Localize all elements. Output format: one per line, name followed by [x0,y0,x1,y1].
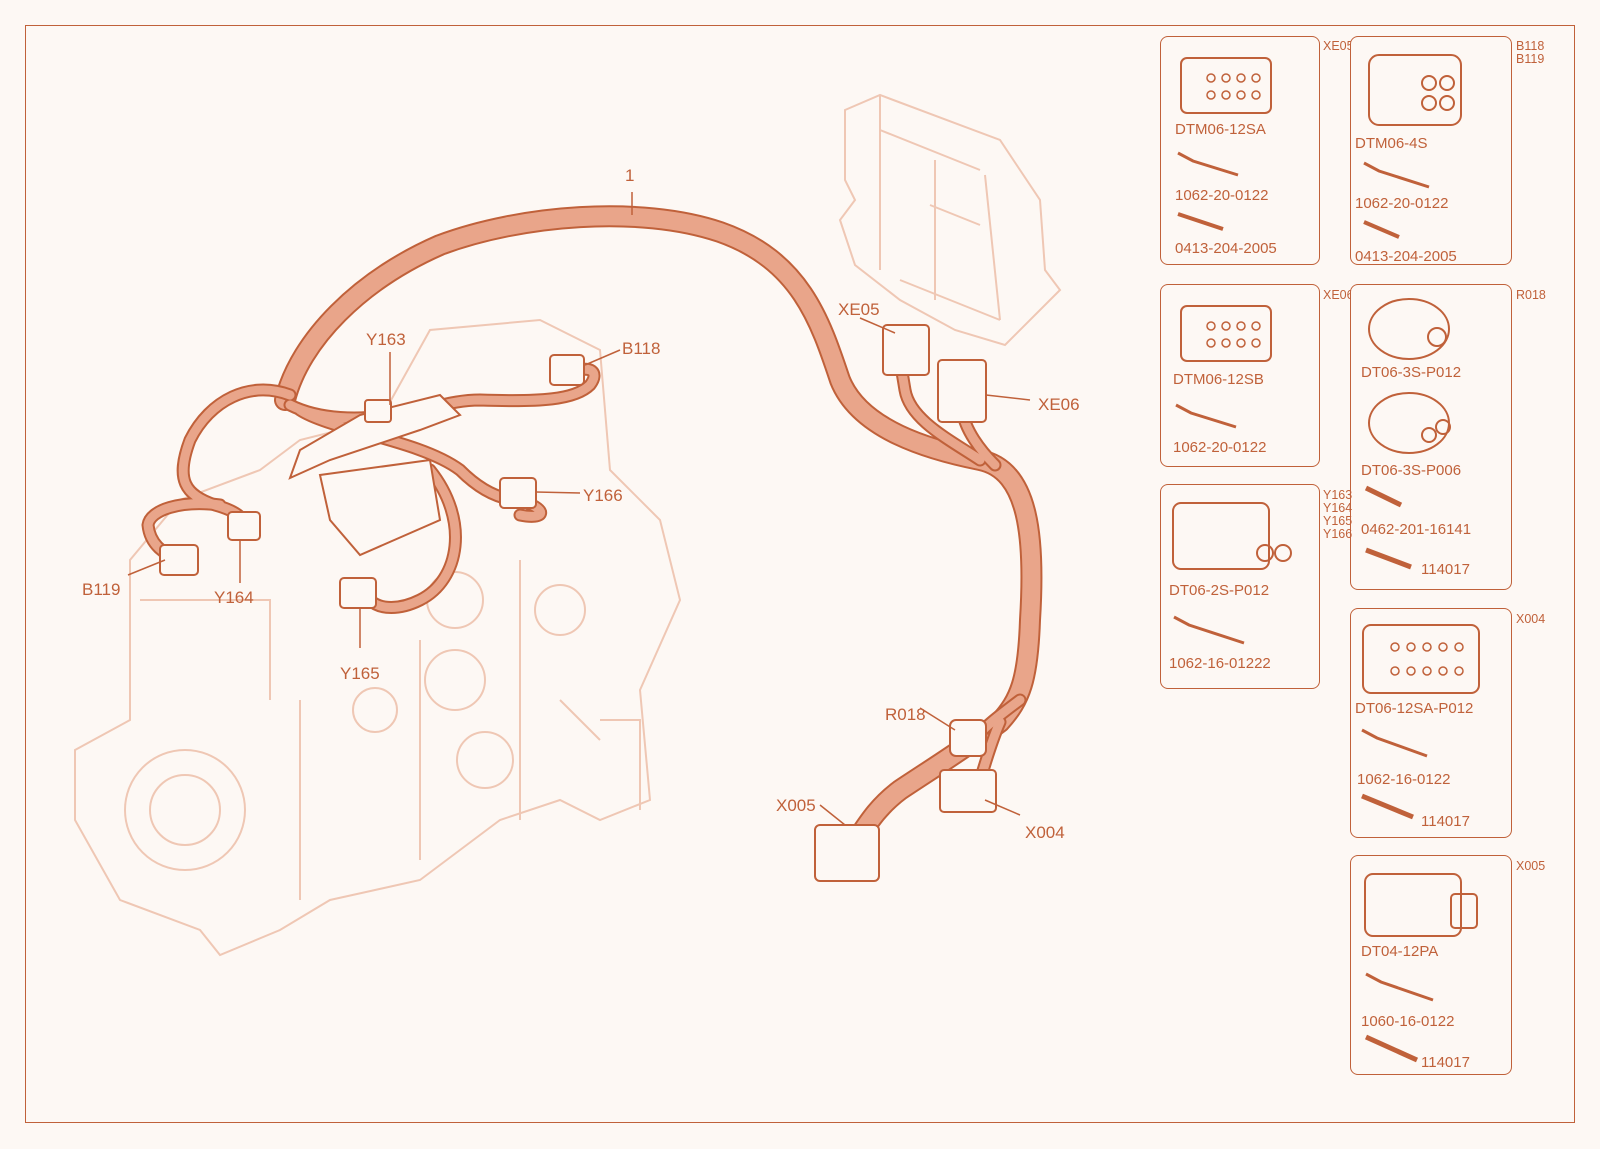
mounting-bracket [288,393,462,557]
seal-plug-icon [1364,485,1403,508]
dtm06-12sb-connector-icon [1180,305,1272,362]
panel-x005-connector: DT04-12PA [1361,943,1439,960]
panel-xe05-tag-1: XE05 [1323,39,1354,53]
panel-r018-part-1: 0462-201-16141 [1361,521,1472,538]
panel-r018-tag-1: R018 [1516,288,1546,302]
terminal-pin-icon [1177,151,1239,177]
panel-y163-part-1: 1062-16-01222 [1169,655,1271,672]
callout-r018: R018 [885,705,926,724]
leader-lines [127,192,1031,826]
terminal-pin-icon [1361,728,1428,758]
connector-b118 [549,354,585,386]
seal-plug-icon [1365,547,1412,570]
dt06-3s-p006-connector-icon [1368,392,1451,454]
ecu-outline [838,93,1062,347]
panel-x004-tag-1: X004 [1516,612,1546,626]
panel-x005: DT04-12PA 1060-16-0122 114017 [1350,855,1512,1075]
panel-x004-part-2: 114017 [1421,813,1470,830]
connector-y164 [227,511,261,541]
connector-xe06 [937,359,987,423]
connector-r018 [949,719,987,757]
callout-x005: X005 [776,796,816,815]
panel-xe06-connector: DTM06-12SB [1173,371,1264,388]
harness-item-label: 1 [625,166,635,185]
seal-plug-icon [1361,793,1414,820]
panel-x005-part-1: 1060-16-0122 [1361,1013,1455,1030]
dtm06-4s-connector-icon [1368,54,1462,126]
callout-b119: B119 [82,580,121,599]
panel-x004-connector: DT06-12SA-P012 [1355,700,1474,717]
panel-y163-connector: DT06-2S-P012 [1169,582,1270,599]
seal-plug-icon [1177,212,1224,231]
dt04-12pa-connector-icon [1364,873,1478,937]
drawing-border [25,25,1575,1123]
panel-b118-tag-1: B118 [1516,39,1545,53]
connector-y163 [364,399,392,423]
panel-y163-tag-4: Y166 [1323,527,1353,541]
connector-x005 [814,824,880,882]
terminal-pin-icon [1365,972,1434,1002]
connector-x004 [939,769,997,813]
panel-y163: DT06-2S-P012 1062-16-01222 [1160,484,1320,689]
connector-b119 [159,544,199,576]
panel-x004-part-1: 1062-16-0122 [1357,771,1451,788]
panel-xe06-tag-1: XE06 [1323,288,1354,302]
connector-xe05 [882,324,930,376]
callout-xe05: XE05 [838,300,880,319]
harness-branches [141,353,1027,787]
callout-y163: Y163 [366,330,406,349]
panel-b118-tags: B118 B119 [1516,40,1544,66]
panel-b118-tag-2: B119 [1516,52,1545,66]
panel-xe05: DTM06-12SA 1062-20-0122 0413-204-2005 [1160,36,1320,265]
panel-y163-tag-1: Y163 [1323,488,1353,502]
panel-xe05-part-1: 1062-20-0122 [1175,187,1269,204]
callout-xe06: XE06 [1038,395,1080,414]
seal-plug-icon [1364,1034,1419,1063]
panel-r018-part-2: 114017 [1421,561,1470,578]
panel-b118-part-2: 0413-204-2005 [1355,248,1457,265]
panel-xe05-connector: DTM06-12SA [1175,121,1266,138]
callout-y164: Y164 [214,588,254,607]
terminal-pin-icon [1173,615,1245,645]
callout-b118: B118 [622,339,661,358]
callout-x004: X004 [1025,823,1065,842]
panel-y163-tags: Y163 Y164 Y165 Y166 [1323,489,1352,541]
panel-b118-part-1: 1062-20-0122 [1355,195,1449,212]
dt06-12sa-p012-connector-icon [1362,624,1480,694]
panel-x004: DT06-12SA-P012 1062-16-0122 114017 [1350,608,1512,838]
panel-b118-connector: DTM06-4S [1355,135,1428,152]
dtm06-12sa-connector-icon [1180,57,1272,114]
callout-y165: Y165 [340,664,380,683]
panel-r018-connector: DT06-3S-P012 [1361,364,1462,381]
panel-xe05-part-2: 0413-204-2005 [1175,240,1277,257]
connector-y166 [499,477,537,509]
panel-xe06-part-1: 1062-20-0122 [1173,439,1267,456]
terminal-pin-icon [1175,403,1237,429]
dt06-3s-p012-connector-icon [1368,298,1450,360]
panel-y163-tag-3: Y165 [1323,514,1353,528]
dt06-2s-p012-connector-icon [1172,502,1292,570]
panel-x005-tag-1: X005 [1516,859,1546,873]
panel-r018: DT06-3S-P012 DT06-3S-P006 0462-201-16141… [1350,284,1512,590]
panel-xe06: DTM06-12SB 1062-20-0122 [1160,284,1320,467]
connector-bodies [159,324,997,882]
callout-y166: Y166 [583,486,623,505]
connector-y165 [339,577,377,609]
panel-y163-tag-2: Y164 [1323,501,1353,515]
terminal-pin-icon [1363,161,1430,189]
panel-x005-part-2: 114017 [1421,1054,1470,1071]
seal-plug-icon [1363,220,1400,239]
panel-r018-connector-2: DT06-3S-P006 [1361,462,1462,479]
panel-b118: DTM06-4S 1062-20-0122 0413-204-2005 [1350,36,1512,265]
